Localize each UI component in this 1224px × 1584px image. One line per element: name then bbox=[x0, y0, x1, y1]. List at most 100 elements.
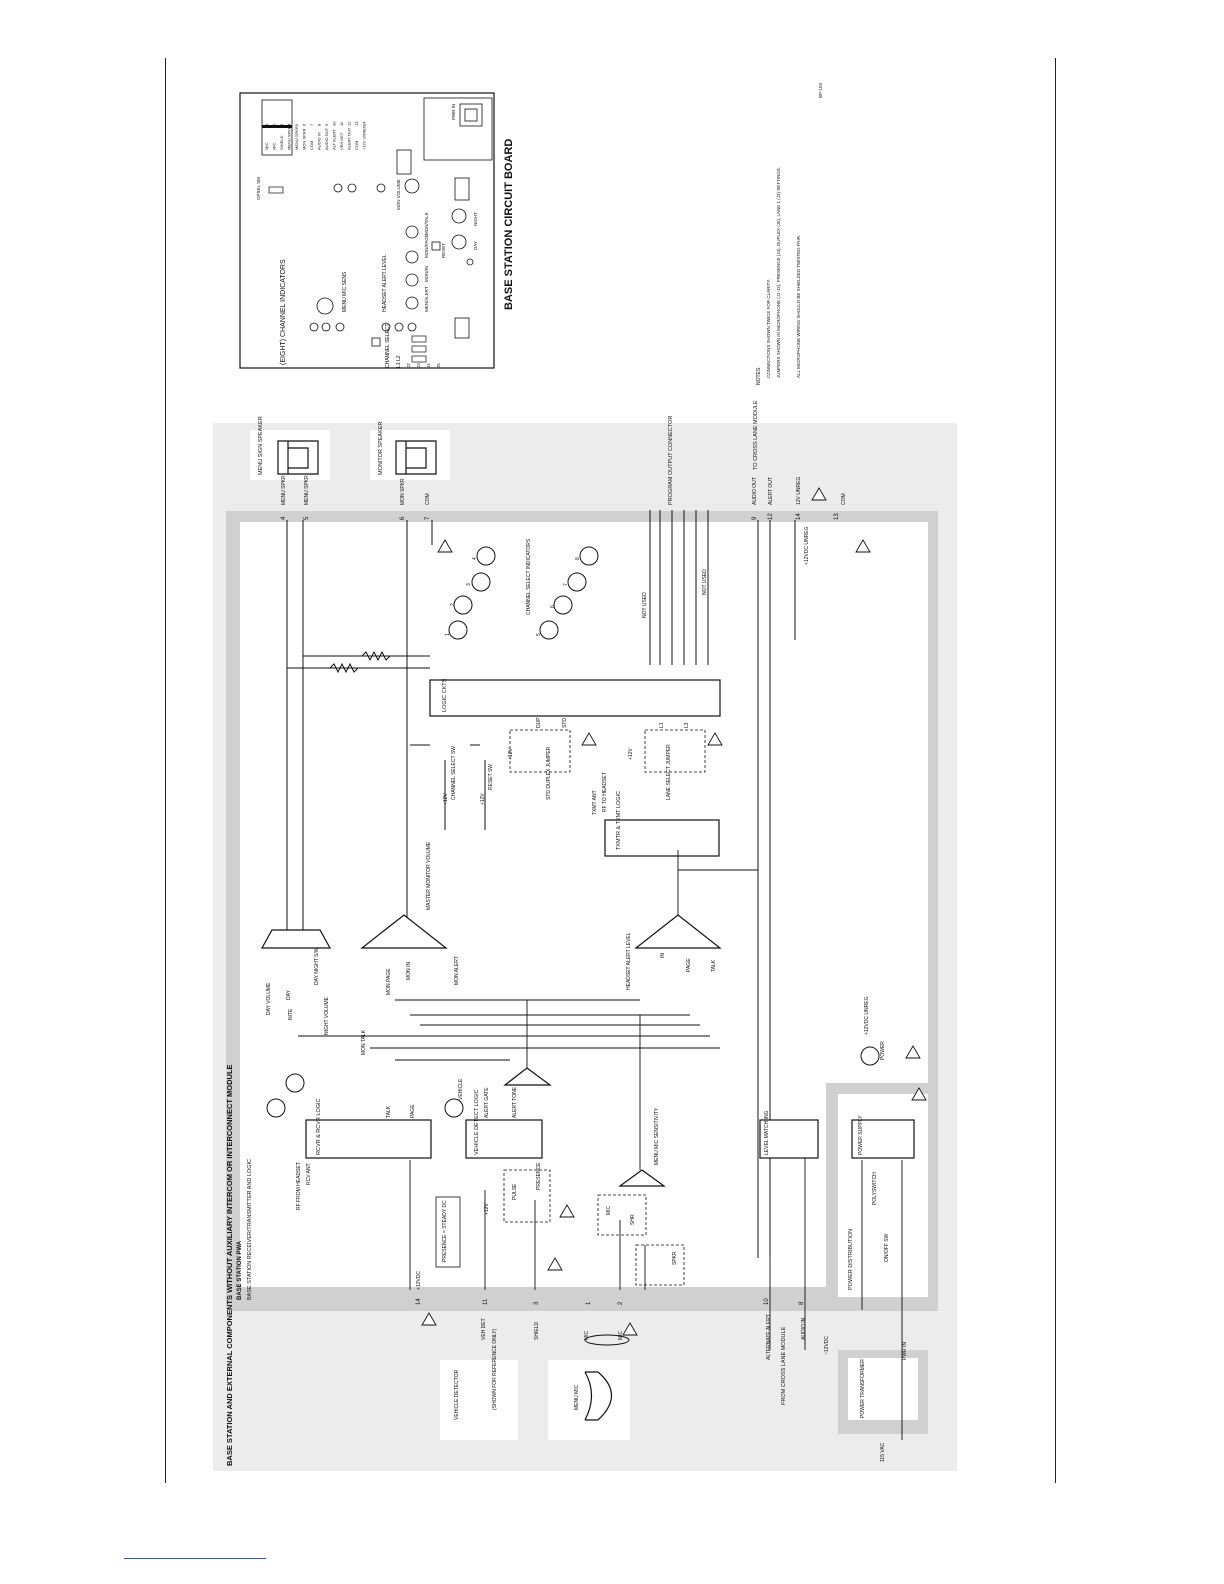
board-pin-number: 11 bbox=[339, 121, 344, 126]
talk-amp-label: TALK bbox=[711, 959, 717, 972]
led-num-4: 4 bbox=[472, 557, 478, 560]
pin-8-num: 8 bbox=[799, 1301, 805, 1305]
schematic-title: BASE STATION AND EXTERNAL COMPONENTS WIT… bbox=[225, 1064, 234, 1466]
day-volume-label: DAY VOLUME bbox=[266, 982, 272, 1015]
circuit-board-layout: BASE STATION CIRCUIT BOARD (EIGHT) CHANN… bbox=[239, 82, 823, 369]
menu-speaker-label: MENU SIGN SPEAKER bbox=[258, 416, 264, 475]
pin-9-num: 9 bbox=[752, 516, 758, 520]
monitor-speaker-label: MONITOR SPEAKER bbox=[378, 422, 384, 475]
board-pin-name: MIC bbox=[264, 143, 269, 150]
board-pin-number: 12 bbox=[347, 121, 352, 126]
spkr-label: SPKR bbox=[672, 1251, 678, 1265]
board-pin-number: 5 bbox=[294, 123, 299, 126]
pin-1-label: MIC bbox=[584, 1330, 590, 1340]
board-pin-number: 10 bbox=[332, 121, 337, 126]
logic-label: LOGIC CKTS bbox=[442, 678, 448, 712]
channel-led-group bbox=[266, 546, 880, 1118]
pin-14b-num: 14 bbox=[416, 1298, 422, 1305]
led-num-8: 8 bbox=[575, 557, 581, 560]
dup-label: DUP bbox=[536, 717, 542, 728]
vehicle-detector-label: VEHICLE DETECTOR bbox=[454, 1369, 460, 1420]
pin-12-num: 12 bbox=[768, 513, 774, 520]
not-used-label-2: NOT USED bbox=[702, 569, 708, 595]
footer-link-underline bbox=[124, 1558, 266, 1559]
board-pin-name: AUDIO IN bbox=[317, 132, 322, 150]
mon-alert-label: MON ALERT bbox=[454, 956, 460, 985]
polyswitch-label: POLYSWITCH bbox=[872, 1172, 878, 1205]
pin-8-label: AUDIO IN bbox=[801, 1317, 807, 1340]
board-pin-number: 2 bbox=[272, 123, 277, 126]
mon-in-label: MON IN bbox=[406, 962, 412, 980]
plus12v-label-3: +12V bbox=[508, 748, 514, 760]
pin-11-label: VEH DET bbox=[481, 1318, 487, 1340]
from-cross-lane-label: FROM CROSS LANE MODULE bbox=[781, 1326, 787, 1405]
board-pin-name: COM bbox=[309, 141, 314, 150]
board-pin-number: 4 bbox=[287, 123, 292, 126]
board-pin-name: +12V UNREG bbox=[362, 125, 367, 150]
board-headset-alert: HEADSET ALERT LEVEL bbox=[382, 254, 388, 312]
pin-3-num: 3 bbox=[534, 1301, 540, 1305]
presence-note: PRESENCE = STEADY DC bbox=[442, 1200, 448, 1262]
note-3: ALL MICROPHONE WIRING SHOULD BE SHIELDED… bbox=[796, 235, 801, 378]
board-l1-l2: L1 L2 bbox=[396, 355, 402, 368]
l1-label: L1 bbox=[659, 722, 665, 728]
board-opseq: OPSEL SM bbox=[256, 177, 261, 200]
board-pin-number: 8 bbox=[317, 123, 322, 126]
txmt-ant-label: TXMT ANT bbox=[592, 790, 598, 815]
program-output-label: PROGRAM OUTPUT CONNECTOR bbox=[668, 416, 674, 505]
mon-talk-label: MON TALK bbox=[361, 1029, 367, 1055]
board-mon-volume: MON VOLUME bbox=[396, 179, 401, 210]
board-pin-name: COM bbox=[354, 141, 359, 150]
pin-11-num: 11 bbox=[483, 1298, 489, 1305]
headset-alert-level-label: HEADSET ALERT LEVEL bbox=[626, 932, 632, 990]
alert-gate-label: ALERT GATE bbox=[484, 1087, 490, 1118]
pin-10-label: ALTERNATE ALERT bbox=[766, 1314, 772, 1360]
power-transformer-label: POWER TRANSFORMER bbox=[860, 1359, 866, 1418]
board-menu-mic-sens: MENU MIC SENS bbox=[342, 271, 348, 312]
plus12v-label-4: +12V bbox=[628, 748, 634, 760]
board-pin-name: MENU SPKR bbox=[287, 126, 292, 150]
pin-7-label: COM bbox=[425, 493, 431, 505]
power-supply-label: POWER SUPPLY bbox=[858, 1115, 864, 1155]
board-channel-select: CHANNEL SELECT bbox=[385, 323, 391, 368]
pin-14-label: 12V UNREG bbox=[796, 477, 802, 505]
board-pot-4: MON/TALK bbox=[424, 212, 429, 235]
notes-heading: NOTES: bbox=[756, 366, 762, 385]
unreg-12vdc-label: +12VDC UNREG bbox=[804, 526, 810, 565]
in-label: IN bbox=[660, 953, 666, 958]
pin-5-num: 5 bbox=[304, 516, 310, 520]
pin-12-label: ALERT OUT bbox=[768, 477, 774, 505]
board-jumper-label: J4 bbox=[426, 363, 431, 368]
power-led-label: POWER bbox=[880, 1041, 886, 1060]
board-pin-number: 3 bbox=[279, 123, 284, 126]
minus12vdc-label: ~12VDC bbox=[824, 1336, 830, 1355]
vac-label: 115 VAC bbox=[880, 1442, 886, 1462]
notes-block: NOTES: CONNECTIONS SHOWN TWICE FOR CLARI… bbox=[756, 167, 801, 385]
plus12v-label-5: +12V bbox=[484, 1203, 490, 1215]
rcv-ant-label: RCV ANT bbox=[306, 1163, 312, 1185]
rf-to-headset-label: RF TO HEADSET bbox=[602, 772, 608, 812]
on-off-sw-label: ON/OFF SW bbox=[884, 1233, 890, 1262]
pwr-in-label: PWR IN bbox=[902, 1342, 908, 1360]
board-pin-number: 14 bbox=[362, 121, 367, 126]
pwa-subtitle: BASE STATION RECEIVER/TRANSMITTER AND LO… bbox=[247, 1159, 253, 1300]
std-duplex-jumper-label: STD DUPLEX JUMPER bbox=[546, 746, 552, 800]
pin-1-num: 1 bbox=[586, 1301, 592, 1305]
l3-label: L3 bbox=[684, 722, 690, 728]
vehicle-label: VEHICLE bbox=[458, 1078, 464, 1100]
board-pin-name: MENU SPKR bbox=[294, 126, 299, 150]
board-pin-name: SHIELD bbox=[279, 135, 284, 150]
led-num-7: 7 bbox=[563, 583, 569, 586]
board-night: NIGHT bbox=[473, 212, 478, 226]
board-pin-name: ALERT OUT bbox=[347, 127, 352, 150]
left-margin-rule bbox=[165, 58, 166, 1483]
board-jumper-label: J3 bbox=[416, 363, 421, 368]
board-jumper-label: J2 bbox=[406, 363, 411, 368]
day-switch-label: DAY bbox=[286, 989, 292, 1000]
right-margin-rule bbox=[1055, 58, 1056, 1483]
page-amp-label: PAGE bbox=[686, 958, 692, 972]
level-matching-label: LEVEL MATCH ING bbox=[764, 1110, 770, 1155]
pin-10-num: 10 bbox=[764, 1298, 770, 1305]
board-day: DAY bbox=[473, 241, 478, 250]
